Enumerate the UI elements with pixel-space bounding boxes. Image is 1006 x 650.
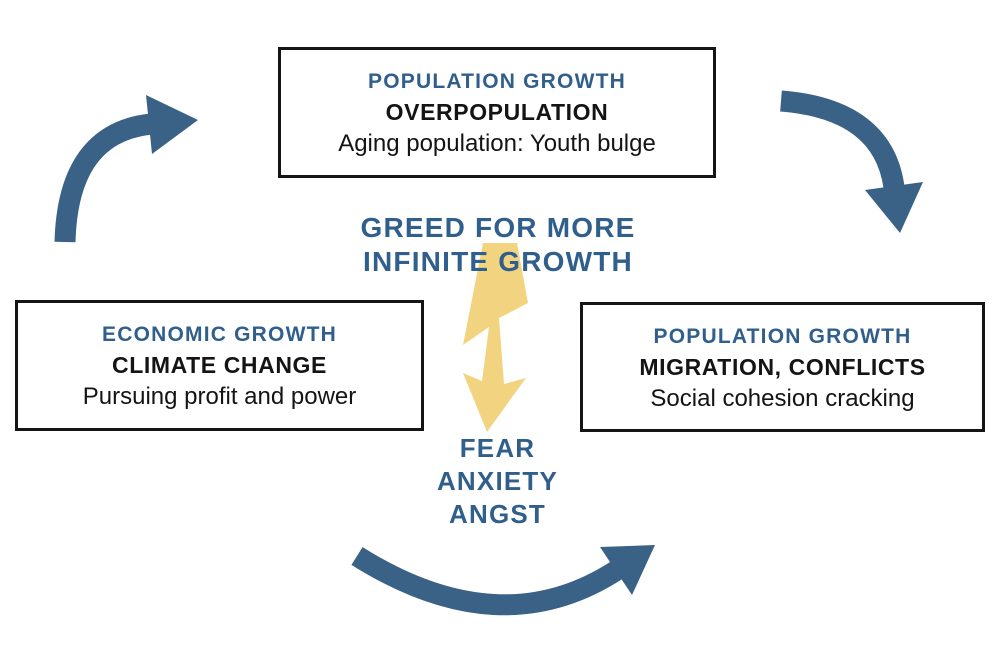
box-detail: Pursuing profit and power bbox=[82, 383, 357, 410]
box-detail: Aging population: Youth bulge bbox=[338, 130, 656, 157]
box-climate-change: ECONOMIC GROWTH CLIMATE CHANGE Pursuing … bbox=[15, 300, 424, 431]
box-migration-conflicts: POPULATION GROWTH MIGRATION, CONFLICTS S… bbox=[580, 302, 985, 432]
box-category: ECONOMIC GROWTH bbox=[102, 323, 337, 346]
curved-arrow-up-right-icon bbox=[54, 95, 198, 243]
fear-label-line3: ANGST bbox=[449, 499, 546, 529]
fear-label: FEAR ANXIETY ANGST bbox=[400, 432, 595, 531]
box-headline: MIGRATION, CONFLICTS bbox=[639, 353, 926, 380]
box-headline: CLIMATE CHANGE bbox=[112, 352, 327, 378]
greed-label-line1: GREED FOR MORE bbox=[360, 212, 636, 243]
box-category: POPULATION GROWTH bbox=[653, 324, 912, 348]
box-headline: OVERPOPULATION bbox=[385, 99, 609, 125]
curved-arrow-swoosh-right-icon bbox=[351, 545, 655, 616]
greed-label: GREED FOR MORE INFINITE GROWTH bbox=[303, 211, 693, 279]
lightning-bolt-icon bbox=[463, 243, 528, 432]
box-overpopulation: POPULATION GROWTH OVERPOPULATION Aging p… bbox=[278, 47, 716, 178]
fear-label-line1: FEAR bbox=[459, 433, 536, 463]
fear-label-line2: ANXIETY bbox=[436, 466, 559, 496]
greed-label-line2: INFINITE GROWTH bbox=[363, 246, 633, 277]
box-category: POPULATION GROWTH bbox=[368, 70, 626, 93]
box-detail: Social cohesion cracking bbox=[650, 384, 915, 412]
curved-arrow-down-icon bbox=[780, 90, 923, 233]
